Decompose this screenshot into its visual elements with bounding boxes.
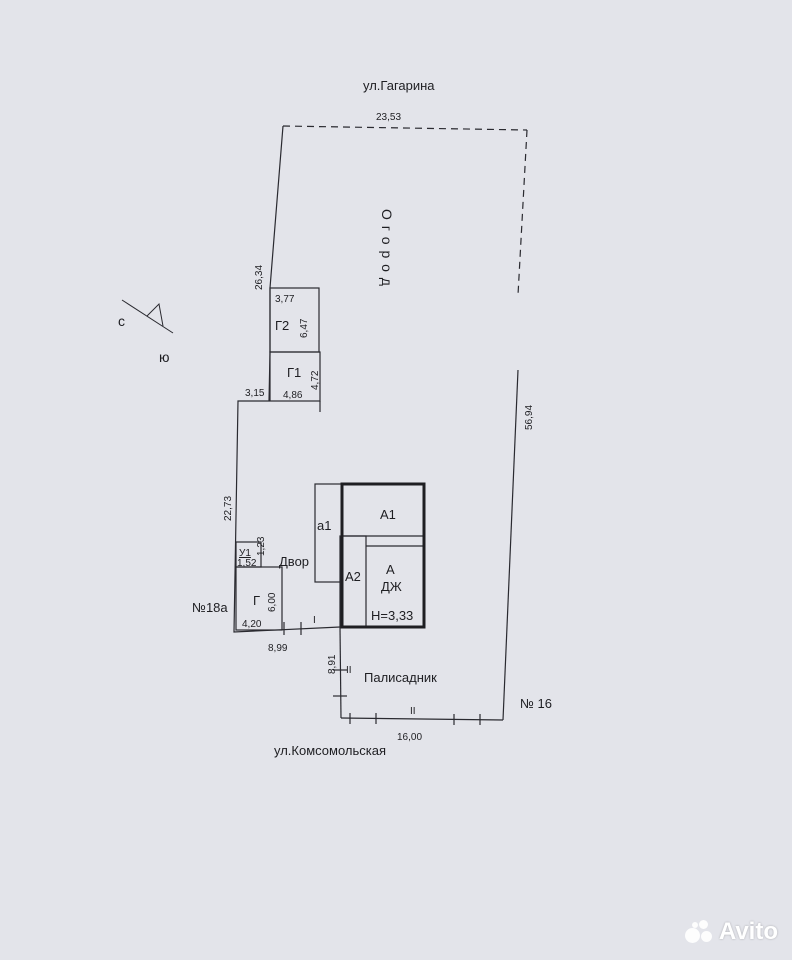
dim-yard-width: 8,99	[268, 643, 288, 654]
dim-g1-length: 4,72	[310, 370, 321, 390]
dim-g1-width: 4,86	[283, 390, 303, 401]
avito-text: Avito	[718, 918, 778, 945]
fence-mark-ii: II	[410, 706, 416, 717]
dim-u1-width: 1,52	[237, 558, 257, 569]
dim-front-depth: 8,91	[327, 654, 338, 674]
dim-g-width: 4,20	[242, 619, 262, 630]
avito-watermark: Avito	[684, 918, 778, 946]
building-g1	[269, 351, 321, 402]
building-a1-small	[314, 483, 343, 583]
label-a: А	[386, 562, 395, 577]
compass-arrow-icon	[121, 299, 174, 334]
label-g1: Г1	[287, 365, 301, 380]
label-u1: У1	[239, 548, 251, 559]
neighbor-west: №18а	[192, 600, 228, 615]
label-a-type: ДЖ	[381, 579, 402, 594]
east-boundary	[502, 369, 519, 721]
dim-step: 3,15	[245, 388, 265, 399]
dim-front-width: 16,00	[397, 732, 422, 743]
fence-mark-ii: II	[346, 665, 352, 676]
front-garden-west	[339, 626, 342, 719]
dim-east-side: 56,94	[524, 405, 535, 430]
avito-logo-icon	[684, 920, 715, 944]
front-garden-label: Палисадник	[364, 670, 437, 685]
yard-label: Двор	[279, 554, 309, 569]
building-u1	[235, 541, 262, 568]
label-a1: А1	[380, 507, 396, 522]
dim-g-length: 6,00	[267, 592, 278, 612]
east-boundary-upper	[517, 129, 528, 296]
compass-south: ю	[159, 349, 170, 365]
main-house	[340, 482, 426, 629]
garden-label: О г о р о д	[379, 209, 395, 287]
label-a1-small: а1	[317, 518, 331, 533]
dim-g2-length: 6,47	[299, 318, 310, 338]
street-north: ул.Гагарина	[363, 78, 435, 93]
neighbor-east: № 16	[520, 696, 552, 711]
street-south: ул.Комсомольская	[274, 743, 386, 758]
label-a-height: H=3,33	[371, 608, 413, 623]
label-g2: Г2	[275, 318, 289, 333]
dim-west-lower: 22,73	[223, 496, 234, 521]
label-a2: А2	[345, 569, 361, 584]
compass-north: с	[118, 313, 125, 329]
south-boundary	[340, 717, 504, 721]
dim-top: 23,53	[376, 112, 401, 123]
dim-u1-length: 1,23	[256, 536, 267, 556]
label-g: Г	[253, 593, 260, 608]
dim-g2-width: 3,77	[275, 294, 295, 305]
fence-mark-i: I	[313, 615, 316, 626]
north-boundary	[282, 125, 528, 131]
dim-west-upper: 26,34	[254, 265, 265, 290]
